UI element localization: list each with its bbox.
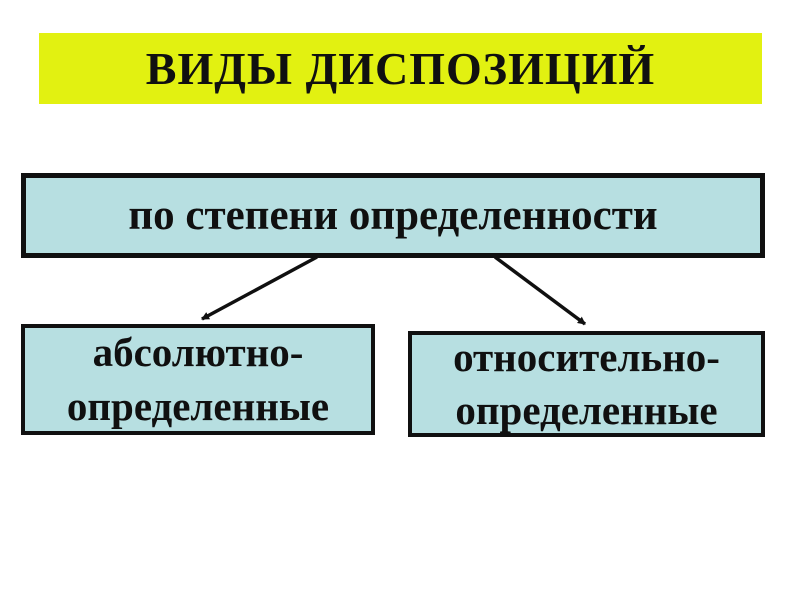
root-node-label: по степени определенности [128,192,658,239]
child-node-relatively-defined: относительно- определенные [408,331,765,437]
arrow-to-relative [493,255,587,326]
child-node-label: относительно- определенные [453,333,720,433]
arrow-to-absolute [201,255,318,321]
root-node-degree-of-certainty: по степени определенности [21,173,765,258]
slide-title-banner: ВИДЫ ДИСПОЗИЦИЙ [39,33,762,104]
slide-title: ВИДЫ ДИСПОЗИЦИЙ [145,43,656,94]
child-node-label: абсолютно- определенные [66,329,330,429]
child-node-absolutely-defined: абсолютно- определенные [21,324,375,435]
